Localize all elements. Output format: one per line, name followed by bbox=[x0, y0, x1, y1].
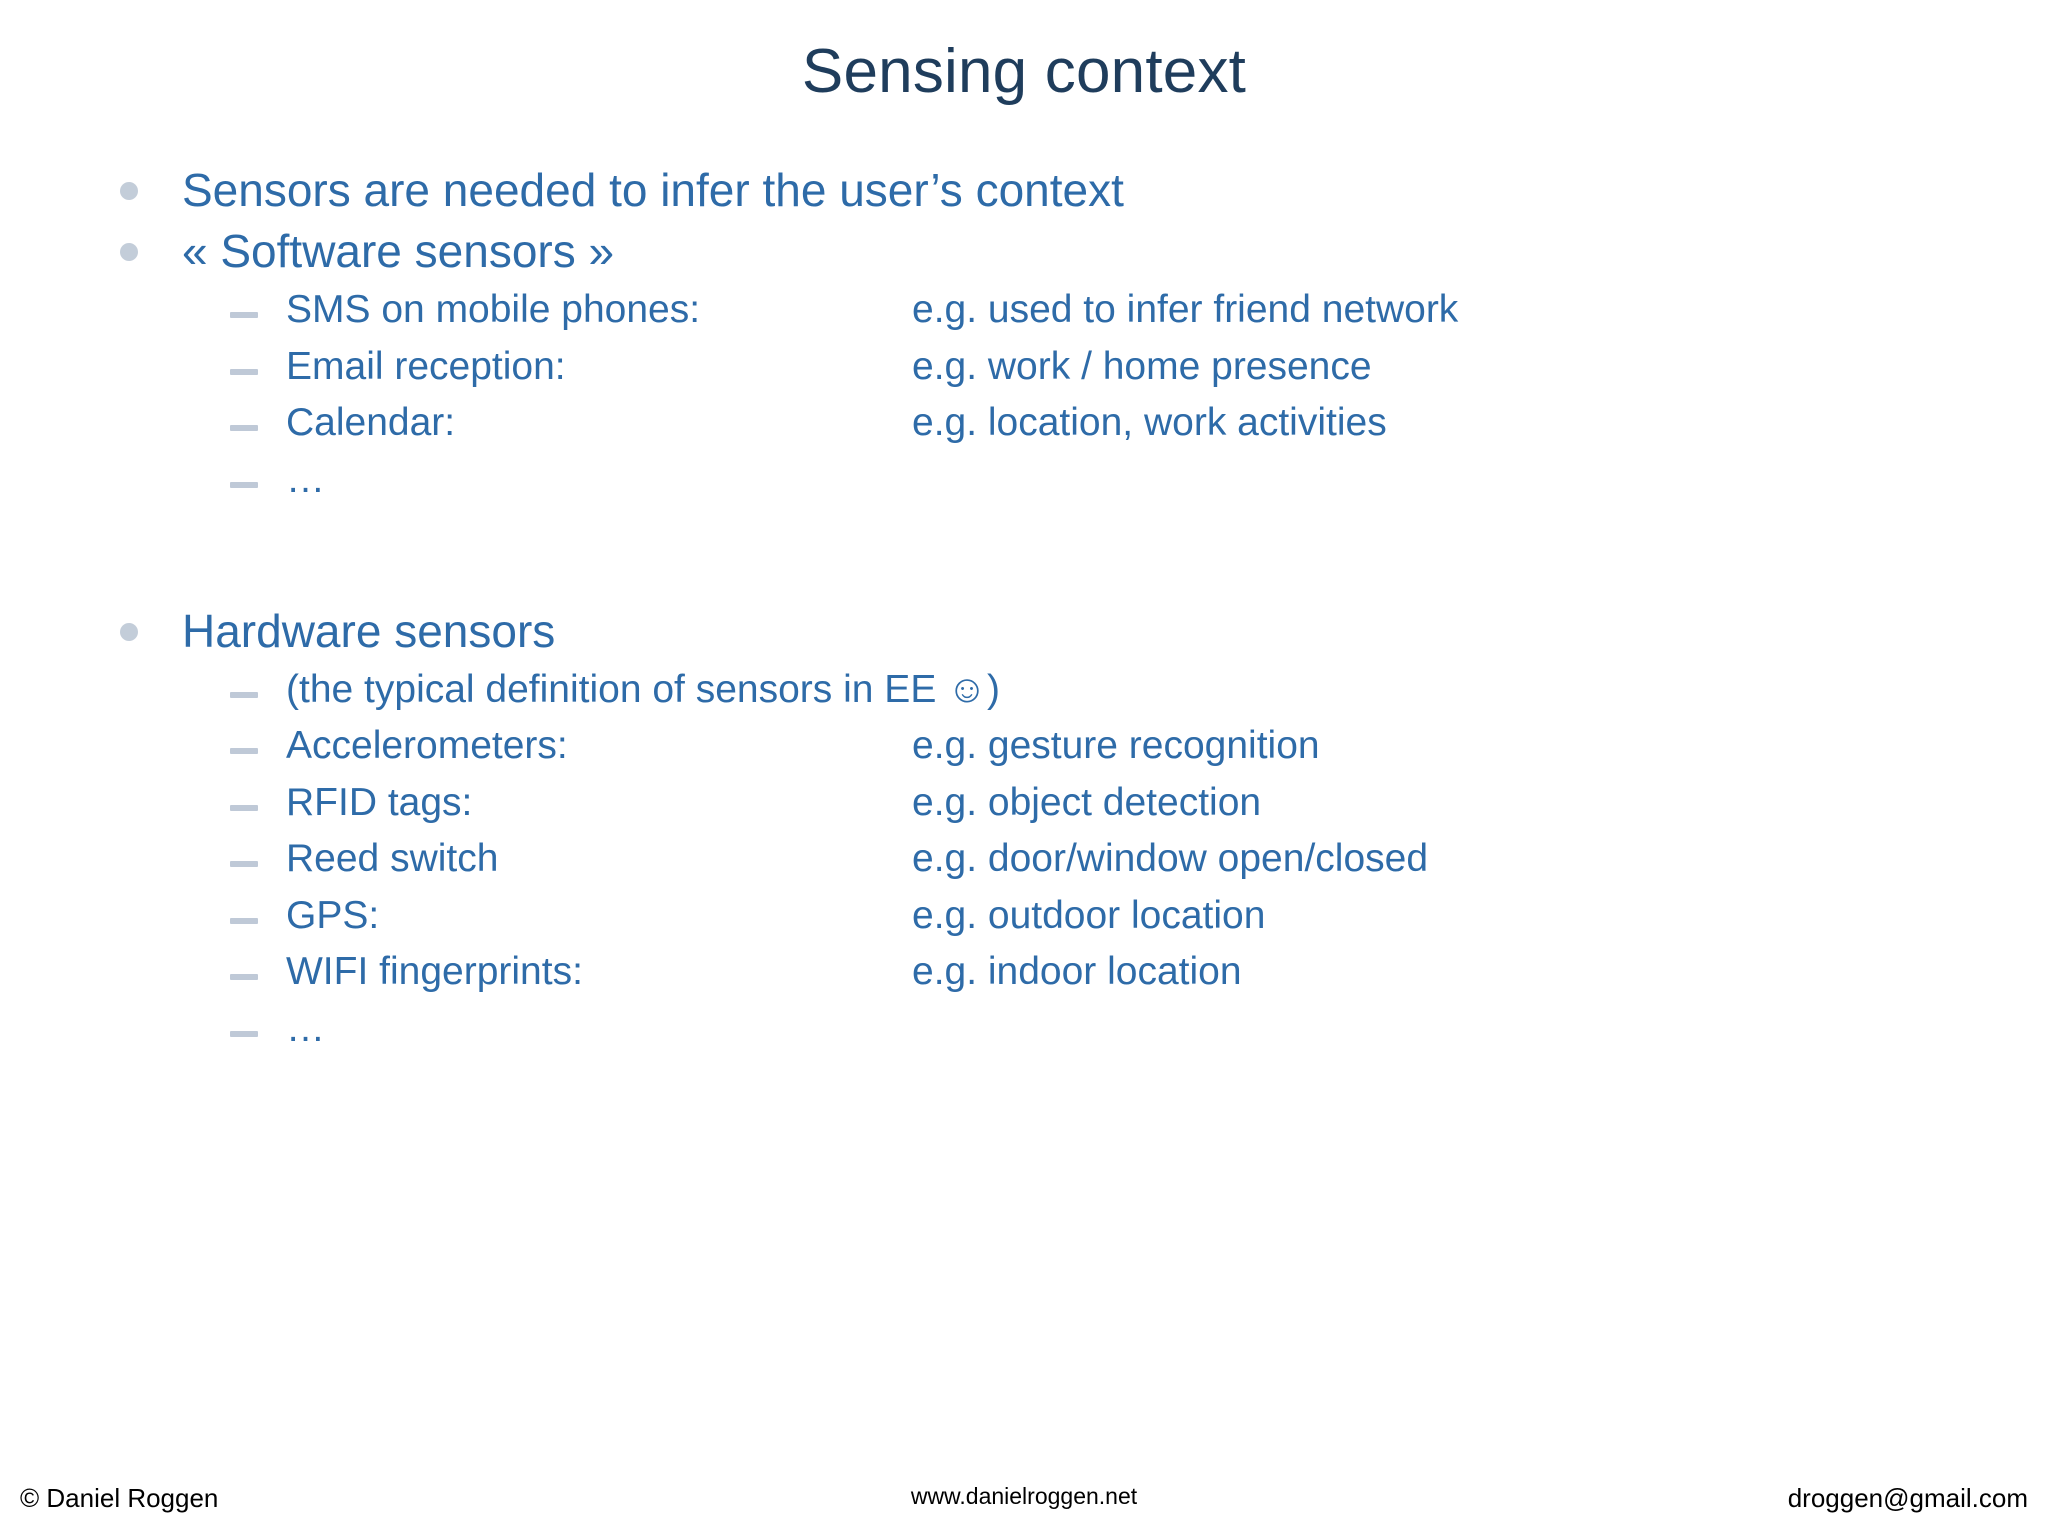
bullet-label: Sensors are needed to infer the user’s c… bbox=[182, 164, 1124, 216]
sub-bullet-label: Calendar: bbox=[286, 401, 456, 445]
sub-bullet-label: … bbox=[286, 457, 325, 501]
dash-bullet-icon bbox=[230, 481, 258, 488]
sub-bullet-label: RFID tags: bbox=[286, 780, 473, 824]
dash-bullet-icon bbox=[230, 974, 258, 981]
dash-bullet-icon bbox=[230, 691, 258, 698]
sub-bullet-item: Accelerometers: e.g. gesture recognition bbox=[230, 718, 2048, 775]
dash-bullet-icon bbox=[230, 368, 258, 375]
bullet-dot-icon bbox=[120, 622, 138, 641]
copyright-notice: © Daniel Roggen bbox=[20, 1483, 219, 1513]
bullet-item: Sensors are needed to infer the user’s c… bbox=[120, 160, 2048, 221]
sub-bullet-item: … bbox=[230, 1001, 2048, 1058]
sub-bullet-label: (the typical definition of sensors in EE… bbox=[286, 667, 1000, 711]
sub-bullet-example: e.g. location, work activities bbox=[912, 401, 1387, 445]
sub-bullet-label: WIFI fingerprints: bbox=[286, 950, 583, 994]
sub-bullet-example: e.g. work / home presence bbox=[912, 344, 1372, 388]
sub-bullet-example: e.g. door/window open/closed bbox=[912, 837, 1429, 881]
dash-bullet-icon bbox=[230, 312, 258, 319]
contact-email[interactable]: droggen@gmail.com bbox=[1787, 1483, 2028, 1513]
bullet-label: Hardware sensors bbox=[182, 604, 556, 657]
slide-body: Sensors are needed to infer the user’s c… bbox=[0, 160, 2048, 1058]
sub-bullet-label: Accelerometers: bbox=[286, 724, 568, 768]
sub-bullet-label: GPS: bbox=[286, 893, 380, 937]
sub-bullet-example: e.g. outdoor location bbox=[912, 893, 1266, 937]
sub-bullet-item: (the typical definition of sensors in EE… bbox=[230, 662, 2048, 719]
dash-bullet-icon bbox=[230, 861, 258, 868]
sub-bullet-label: Email reception: bbox=[286, 344, 566, 388]
bullet-dot-icon bbox=[120, 182, 138, 200]
sub-bullet-item: … bbox=[230, 452, 2048, 509]
website-url[interactable]: www.danielroggen.net bbox=[910, 1483, 1138, 1509]
sub-bullet-item: Reed switch e.g. door/window open/closed bbox=[230, 831, 2048, 888]
block-spacer bbox=[0, 509, 2048, 601]
dash-bullet-icon bbox=[230, 917, 258, 924]
sub-bullet-item: WIFI fingerprints: e.g. indoor location bbox=[230, 944, 2048, 1001]
sub-bullet-example: e.g. object detection bbox=[912, 780, 1262, 824]
bullet-dot-icon bbox=[120, 243, 138, 262]
sub-bullet-label: SMS on mobile phones: bbox=[286, 288, 701, 332]
bullet-item: « Software sensors » bbox=[120, 221, 2048, 282]
bullet-label: « Software sensors » bbox=[182, 225, 615, 278]
sub-bullet-item: Email reception: e.g. work / home presen… bbox=[230, 339, 2048, 396]
dash-bullet-icon bbox=[230, 748, 258, 755]
sub-bullet-item: RFID tags: e.g. object detection bbox=[230, 775, 2048, 832]
dash-bullet-icon bbox=[230, 1030, 258, 1037]
slide-footer: © Daniel Roggen www.danielroggen.net dro… bbox=[0, 1446, 2048, 1536]
page-title: Sensing context bbox=[801, 37, 1247, 106]
sub-bullet-item: GPS: e.g. outdoor location bbox=[230, 888, 2048, 945]
sub-bullet-label: Reed switch bbox=[286, 837, 499, 881]
sub-bullet-example: e.g. gesture recognition bbox=[912, 724, 1320, 768]
sub-bullet-example: e.g. used to infer friend network bbox=[912, 288, 1459, 332]
dash-bullet-icon bbox=[230, 425, 258, 432]
sub-bullet-example: e.g. indoor location bbox=[912, 950, 1242, 994]
sub-bullet-label: … bbox=[286, 1006, 325, 1050]
sub-bullet-item: SMS on mobile phones: e.g. used to infer… bbox=[230, 282, 2048, 339]
bullet-item: Hardware sensors bbox=[120, 601, 2048, 662]
sub-bullet-item: Calendar: e.g. location, work activities bbox=[230, 395, 2048, 452]
dash-bullet-icon bbox=[230, 804, 258, 811]
